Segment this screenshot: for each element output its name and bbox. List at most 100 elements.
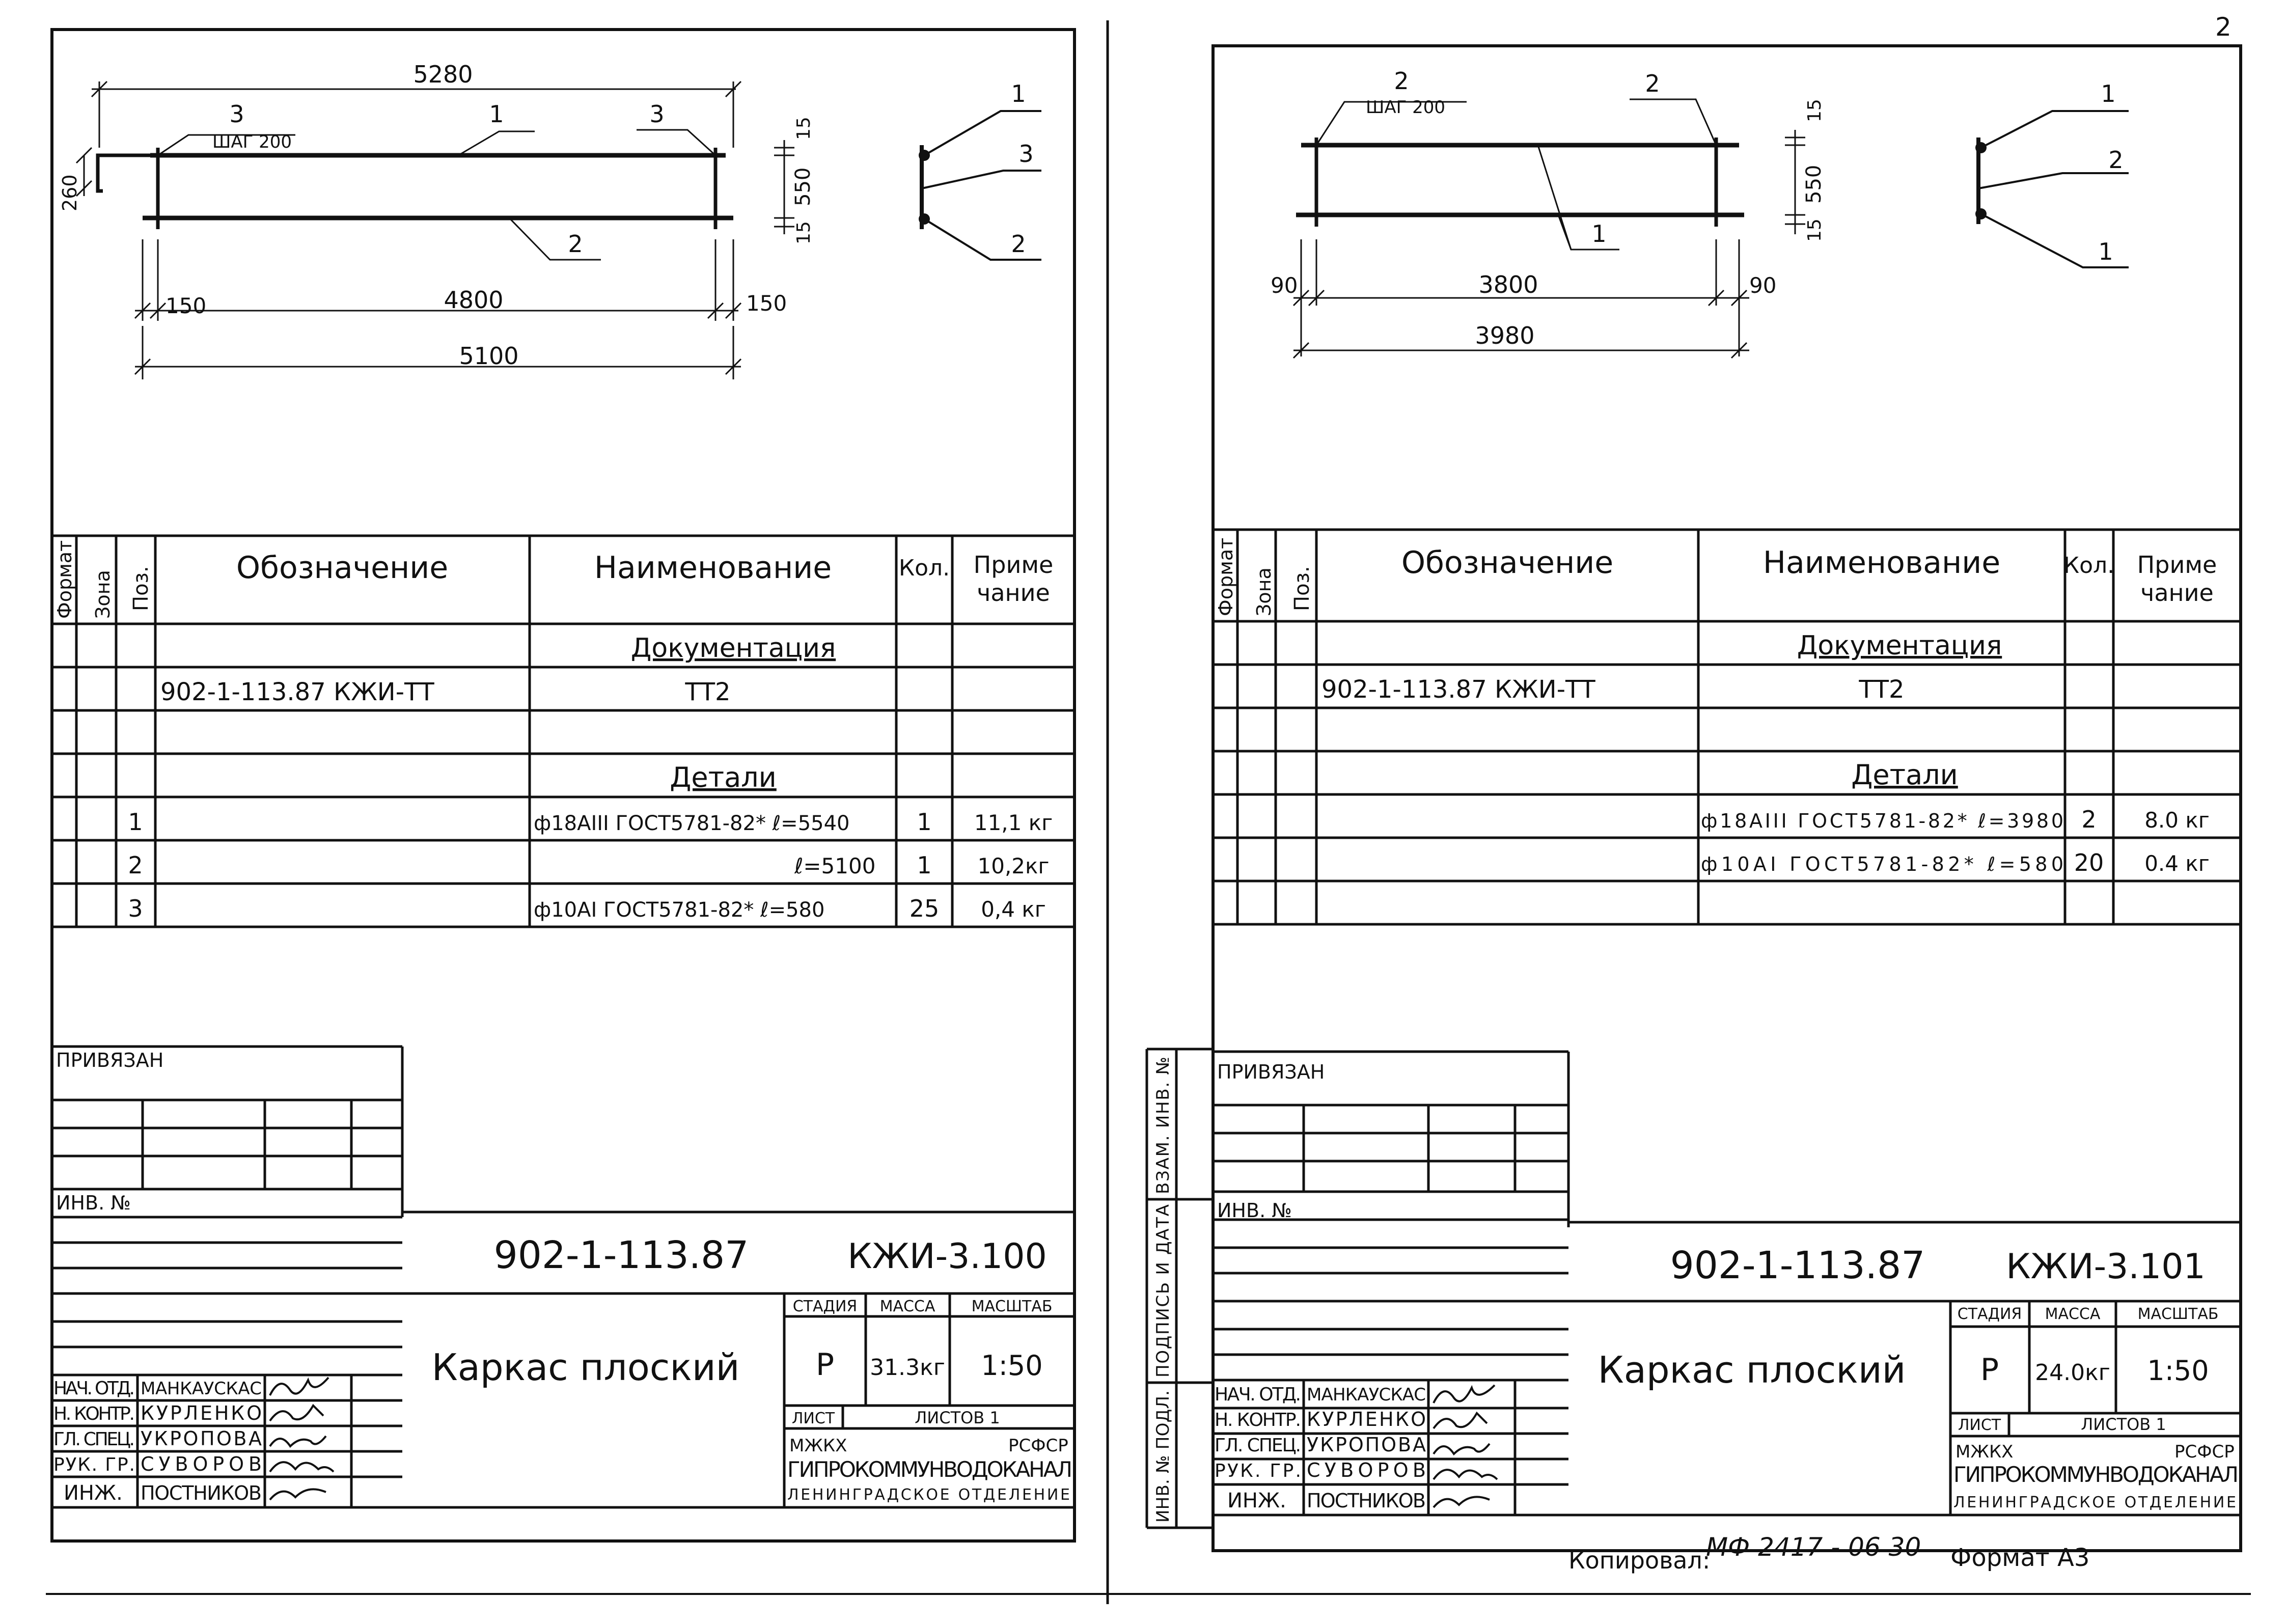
mass-header: МАССА [880, 1298, 935, 1315]
header-form: Формат [53, 540, 76, 619]
role-5: ИНЖ. [64, 1481, 123, 1505]
dim-150-left: 150 [166, 293, 206, 318]
header-pos: Поз. [129, 566, 153, 611]
section-callout-3: 3 [1018, 140, 1033, 168]
role-2: Н. КОНТР. [53, 1403, 135, 1424]
row-6-note: 0.4 кг [2144, 851, 2210, 876]
inv-no-label: ИНВ. № [56, 1192, 131, 1214]
callout-2: 2 [568, 230, 583, 258]
right-dimension-labels: 2 ШАГ 200 2 15 550 15 1 90 3800 90 3980 [1271, 67, 1826, 349]
right-frame-drawing [1292, 98, 1805, 359]
scale-header: МАСШТАБ [2138, 1305, 2219, 1323]
dim-550: 550 [1802, 165, 1826, 204]
doc-code: 902-1-113.87 [494, 1233, 749, 1277]
right-spec-table [1213, 528, 2241, 926]
header-form: Формат [1215, 538, 1237, 616]
name-3: УКРОПОВА [1307, 1434, 1426, 1456]
section-callout-1-top: 1 [2101, 80, 2115, 107]
left-spec-headers: Формат Зона Поз. Обозначение Наименовани… [53, 540, 1053, 619]
side-label-2: ПОДПИСЬ И ДАТА [1153, 1204, 1173, 1378]
doc-code: 902-1-113.87 [1670, 1244, 1925, 1287]
dim-15-top: 15 [793, 117, 814, 140]
row-6-pos: 2 [128, 851, 143, 879]
scale-value: 1:50 [981, 1350, 1042, 1382]
role-1: НАЧ. ОТД. [1215, 1384, 1301, 1405]
dim-4800: 4800 [444, 286, 503, 314]
row-5-name: ф18АIII ГОСТ5781-82* ℓ=3980 [1701, 810, 2063, 832]
stage-value: Р [1980, 1352, 1999, 1388]
header-name: Наименование [594, 550, 832, 586]
header-note-1: Приме [974, 551, 1054, 579]
name-5: ПОСТНИКОВ [141, 1482, 262, 1504]
dim-3800: 3800 [1478, 271, 1538, 298]
row-5-qty: 1 [917, 808, 931, 836]
name-4: СУВОРОВ [141, 1453, 262, 1475]
row-2-name: ТТ2 [684, 678, 730, 706]
name-2: КУРЛЕНКО [1307, 1408, 1426, 1430]
role-3: ГЛ. СПЕЦ. [53, 1429, 135, 1450]
privyazan-label: ПРИВЯЗАН [56, 1049, 163, 1071]
inv-no-label: ИНВ. № [1217, 1199, 1292, 1222]
section-callout-1: 1 [1011, 80, 1026, 107]
row-4-name: Детали [1851, 759, 1958, 791]
section-callout-2: 2 [1011, 230, 1026, 258]
right-sheet: 2 [1145, 12, 2242, 1574]
mass-value: 31.3кг [870, 1355, 945, 1381]
left-dimension-labels: 5280 3 ШАГ 200 1 3 2 260 15 550 15 150 4… [59, 61, 815, 370]
callout-2-right: 2 [1645, 70, 1660, 97]
dim-5280: 5280 [413, 61, 473, 88]
format-label: Формат А3 [1950, 1544, 2089, 1572]
name-3: УКРОПОВА [141, 1427, 262, 1450]
row-6-name: ℓ=5100 [794, 854, 875, 878]
step-label: ШАГ 200 [212, 132, 292, 152]
scale-value: 1:50 [2147, 1355, 2209, 1387]
sheet-code: КЖИ-3.100 [847, 1236, 1047, 1277]
sheet-code: КЖИ-3.101 [2006, 1247, 2206, 1287]
role-3: ГЛ. СПЕЦ. [1215, 1435, 1301, 1456]
stage-header: СТАДИЯ [1958, 1305, 2022, 1323]
row-6-qty: 1 [917, 851, 931, 879]
name-4: СУВОРОВ [1307, 1459, 1426, 1481]
row-5-pos: 1 [128, 808, 143, 836]
list-header: ЛИСТ [1958, 1416, 2001, 1434]
org-institute: ГИПРОКОММУНВОДОКАНАЛ [787, 1457, 1072, 1482]
role-2: Н. КОНТР. [1215, 1410, 1301, 1430]
right-signatures [1433, 1384, 1498, 1508]
side-label-1: ВЗАМ. ИНВ. № [1153, 1057, 1173, 1194]
side-label-3: ИНВ. № ПОДЛ. [1153, 1390, 1173, 1523]
header-designation: Обозначение [1401, 545, 1613, 581]
header-name: Наименование [1763, 545, 2000, 581]
mass-value: 24.0кг [2035, 1360, 2110, 1386]
header-zone: Зона [92, 570, 114, 619]
left-frame-drawing [75, 80, 794, 379]
org-branch: ЛЕНИНГРАДСКОЕ ОТДЕЛЕНИЕ [1953, 1494, 2236, 1511]
name-1: МАНКАУСКАС [1307, 1385, 1426, 1405]
row-5-name: ф18АIII ГОСТ5781-82* ℓ=5540 [534, 812, 850, 835]
list-header: ЛИСТ [792, 1410, 835, 1427]
role-4: РУК. ГР. [53, 1454, 135, 1475]
header-zone: Зона [1253, 567, 1275, 616]
row-2-designation: 902-1-113.87 КЖИ-ТТ [160, 678, 434, 706]
lists-header: ЛИСТОВ 1 [2081, 1415, 2166, 1434]
name-2: КУРЛЕНКО [141, 1402, 262, 1424]
scale-header: МАСШТАБ [972, 1298, 1053, 1315]
org-rsfsr: РСФСР [1008, 1436, 1068, 1456]
org-branch: ЛЕНИНГРАДСКОЕ ОТДЕЛЕНИЕ [787, 1486, 1070, 1504]
step-label: ШАГ 200 [1366, 97, 1445, 118]
left-spec-rows: Документация 902-1-113.87 КЖИ-ТТ ТТ2 Дет… [128, 633, 1053, 922]
row-5-qty: 2 [2081, 806, 2096, 833]
drawing-title: Каркас плоский [1598, 1348, 1906, 1391]
header-note-2: чание [977, 579, 1050, 607]
dim-15-bottom: 15 [1804, 218, 1825, 242]
dim-150-right: 150 [746, 291, 787, 316]
header-pos: Поз. [1290, 566, 1314, 611]
left-title-block [52, 1045, 1075, 1509]
dim-5100: 5100 [459, 342, 518, 370]
role-4: РУК. ГР. [1215, 1461, 1301, 1481]
copied-label: Копировал: [1568, 1547, 1710, 1574]
right-title-block [1213, 1050, 2241, 1517]
row-2-designation: 902-1-113.87 КЖИ-ТТ [1321, 675, 1595, 704]
row-1-name: Документация [1797, 630, 2002, 661]
row-7-qty: 25 [910, 895, 940, 922]
stage-value: Р [816, 1347, 834, 1383]
